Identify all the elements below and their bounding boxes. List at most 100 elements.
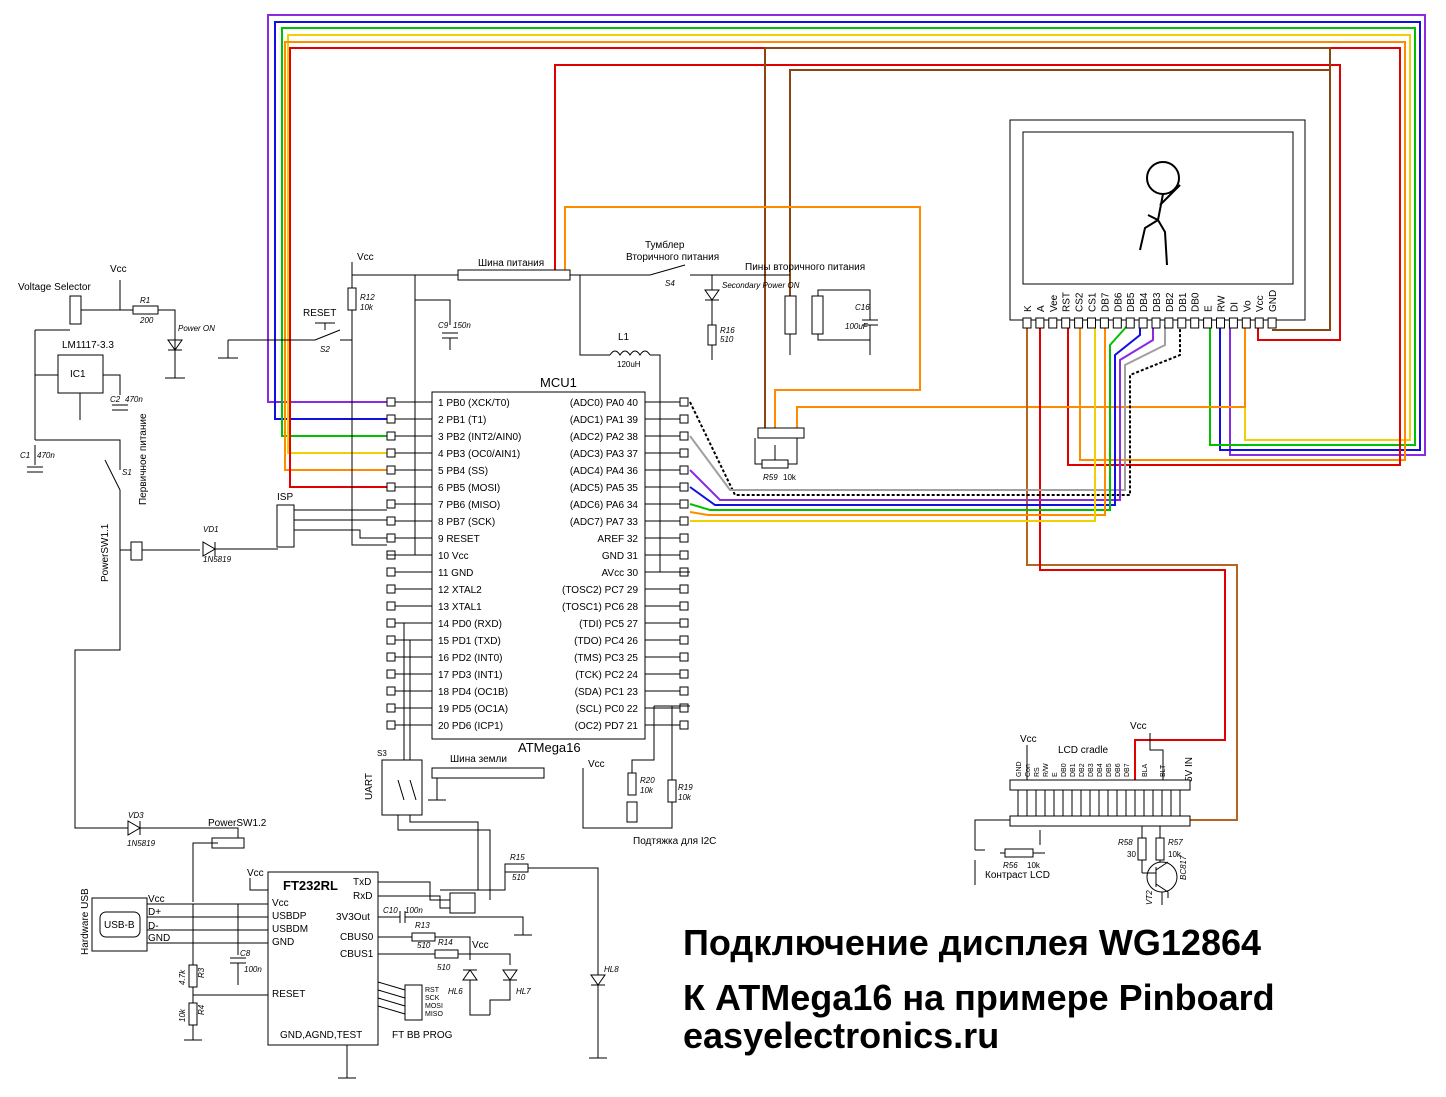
ft-gnd-pin: GND [272,937,294,948]
r14-ref: R14 [438,938,453,947]
mcu-right-pin-pad [679,499,689,509]
r56-ref: R56 [1003,861,1018,870]
powersw1-2-label: PowerSW1.2 [208,818,267,829]
c16-value: 100uF [845,322,869,331]
mcu-right-pin-label: (SDA) PC1 23 [575,687,639,698]
mcu-left-pin-label: 19 PD5 (OC1A) [438,704,508,715]
vcc-label-3: Vcc [588,759,605,770]
wire-brown-vee [789,69,1330,300]
r4 [188,1002,198,1026]
mcu-right-pin-pad [679,431,689,441]
r1-value: 200 [139,316,154,325]
mcu-left-pin-pad [386,584,396,594]
wire-brown-k [1026,325,1238,821]
ft-vcc-pin: Vcc [272,898,289,909]
secondary-led-icon [704,289,720,325]
mcu-left-pin-pad [386,465,396,475]
hl7-ref: HL7 [516,987,531,996]
mcu-right-pin-pad [679,465,689,475]
mcu-left-pin-label: 9 RESET [438,534,480,545]
r20-ref: R20 [640,776,655,785]
lcd-pin-label: CS2 [1075,292,1086,312]
mcu-right-pin-label: (ADC7) PA7 33 [570,517,639,528]
toggle-label: Тумблер [645,239,685,251]
r14 [434,949,459,959]
s1-ref: S1 [122,468,132,477]
sec-power-pins-label: Пины вторичного питания [745,262,865,273]
usb-dplus-label: D+ [148,907,161,918]
mcu-left-pin-label: 5 PB4 (SS) [438,466,488,477]
ft-sck-label: SCK [425,995,440,1002]
lcd-pin-label: CS1 [1088,292,1099,312]
cradle-pin-label: DB2 [1079,763,1086,777]
mcu-right-pin-pad [679,414,689,424]
mcu-left-pin-pad [386,482,396,492]
r19-value: 10k [678,793,692,802]
c10-cap-icon [399,911,406,923]
r59-pot: R59 10k [754,427,805,482]
reset-switch-icon [314,322,352,341]
mcu-left-pin-label: 14 PD0 (RXD) [438,619,502,630]
r59-value: 10k [783,473,797,482]
r15-value: 510 [512,873,526,882]
isp-label: ISP [277,492,293,503]
r1-ref: R1 [140,296,150,305]
lcd-pin-pad [1228,317,1238,329]
mcu-left-pins: 1 PB0 (XCK/T0)2 PB1 (T1)3 PB2 (INT2/AIN0… [386,397,521,732]
lcd-pin-pad [1177,317,1187,329]
mcu-right-pin-label: GND 31 [602,551,639,562]
c10-value: 100n [405,906,423,915]
lcd-pin-pad [1112,317,1122,329]
i2c-header [626,801,638,823]
lcd-pin-label: DB3 [1152,292,1163,312]
mcu-left-pin-pad [386,635,396,645]
cradle-pin-label: DB3 [1088,763,1095,777]
mcu-right-pin-pad [679,703,689,713]
r59-ref: R59 [763,473,778,482]
lcd-pin-pad [1267,317,1277,329]
mcu-right-pin-pad [679,550,689,560]
mcu-right-pin-pad [679,720,689,730]
ft-miso-label: MISO [425,1011,443,1018]
mcu-left-pin-label: 17 PD3 (INT1) [438,670,502,681]
ft-bb-header [404,984,423,1021]
mcu-part: ATMega16 [518,740,581,755]
isp-header [276,504,295,548]
wire-green-pb2 [281,27,1416,446]
r59-header [757,427,805,439]
cradle-pin-label: Con [1025,764,1032,777]
mcu-left-pin-pad [386,652,396,662]
cradle-pin-label: DB0 [1061,763,1068,777]
vd1-value: 1N5819 [203,555,232,564]
i2c-pullup-label: Подтяжка для I2C [633,836,716,847]
r1 [132,305,159,315]
mcu-right-pin-pad [679,533,689,543]
mcu-right-pin-label: (TOSC2) PC7 29 [562,585,638,596]
mcu-left-pin-label: 15 PD1 (TXD) [438,636,501,647]
mcu-left-pin-label: 11 GND [438,568,473,579]
mcu-right-pin-label: (TMS) PC3 25 [574,653,638,664]
wire-blue-pb1 [274,21,1421,451]
mcu-left-pin-label: 2 PB1 (T1) [438,415,486,426]
lcd-pin-label: K [1023,305,1034,312]
r4-ref: R4 [197,1004,206,1015]
lcd-pin-pad [1203,317,1213,329]
mcu-right-pin-pad [679,482,689,492]
title-line-2: К ATMega16 на примере Pinboard [683,977,1275,1018]
lcd-pin-pad [1048,317,1058,329]
mcu-left-pin-pad [386,533,396,543]
lcd-pin-label: DB2 [1165,292,1176,312]
wire-dashed-data [689,325,1181,496]
usb-b-inner [99,911,141,938]
cradle-pin-label: DB7 [1124,763,1131,777]
lcd-pin-pad [1125,317,1135,329]
vd1-diode-icon [202,541,278,557]
lm1117-label: LM1117-3.3 [62,340,114,351]
power-section: Voltage Selector Vcc R1 200 Power ON LM1… [18,252,471,829]
cradle-pin-label: R/W [1043,763,1050,777]
r14-value: 510 [437,963,451,972]
hl8-ref: HL8 [604,965,619,974]
mcu-left-pin-pad [386,431,396,441]
toggle-label-2: Вторичного питания [626,252,719,263]
